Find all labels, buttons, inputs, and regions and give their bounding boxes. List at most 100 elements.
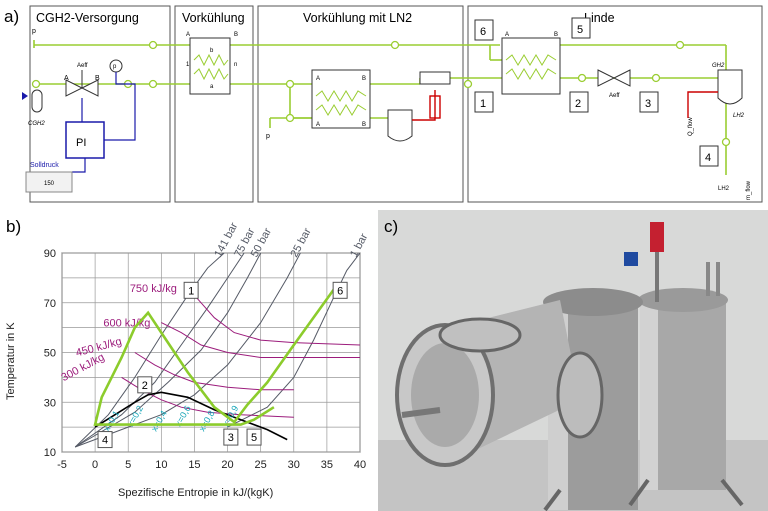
separator-gh2: GH2 (712, 63, 725, 69)
tank-label: CGH2 (28, 121, 45, 127)
cycle-line (93, 284, 338, 426)
x-tick-label: -5 (57, 459, 67, 471)
pressure-label-top: p (32, 28, 36, 35)
vessel-horizontal-handle (401, 407, 441, 418)
lh2-outlet-label: LH2 (718, 186, 730, 192)
heat-exchanger-vorkuehlung (189, 37, 231, 95)
vessel-horizontal-side-port (556, 351, 604, 439)
section-ln2-frame (257, 5, 464, 203)
pipe-network (33, 40, 727, 175)
valve-label: Aeff (77, 63, 88, 69)
support-legs (543, 478, 744, 511)
cgh2-tank-icon (22, 89, 43, 113)
state-point-box (332, 281, 348, 299)
y-axis-label: Temperatur in K (5, 322, 17, 400)
hx3-port-a: A (505, 32, 509, 38)
m-flow-label: m_flow (746, 180, 752, 200)
chart-state-points: 1 2 3 4 5 6 (97, 281, 348, 449)
signal-lines (72, 72, 136, 173)
heat-flow-lines-ln2 (412, 90, 441, 121)
state-point-box (97, 431, 113, 449)
section-linde-frame (467, 5, 763, 203)
x-tick-label: 40 (354, 459, 366, 471)
state-point-box (137, 376, 153, 394)
vessel-horizontal-lid-inner (411, 343, 479, 447)
chart-cycle (93, 284, 338, 426)
y-tick-label: 50 (44, 348, 56, 360)
flow-ports (31, 40, 731, 147)
state-box-4: 4 (705, 152, 711, 164)
chart-grid (61, 252, 361, 453)
linde-valve-icon (597, 69, 631, 87)
hx2-port-a2: A (316, 122, 320, 128)
state-point-box (183, 281, 199, 299)
hx1-label-b: b (210, 48, 214, 54)
pressure-regulator (650, 222, 664, 252)
panel-label-c: c) (384, 217, 398, 236)
setpoint-input (25, 171, 73, 193)
state-box-3: 3 (645, 98, 651, 110)
schematic-panel: a) CGH2-Versorgung Vorkühlung Vorkühlung… (4, 5, 763, 203)
section-title-ln2: Vorkühlung mit LN2 (303, 11, 412, 25)
isobar-line (75, 252, 301, 448)
x-tick-label: 15 (188, 459, 200, 471)
state-point-box (246, 428, 262, 446)
hx3-port-b: B (554, 32, 558, 38)
section-title-vorkuehlung: Vorkühlung (182, 11, 245, 25)
q-flow-label: Q_flow (688, 117, 694, 136)
vessel-middle-flange (543, 288, 643, 316)
state-box-6: 6 (480, 26, 486, 38)
state-point-label: 2 (142, 380, 148, 392)
linde-separator (717, 69, 743, 105)
hx1-port-a: A (186, 32, 190, 38)
valve-port-b: B (95, 75, 100, 82)
isenthalp-line (187, 287, 361, 346)
x-tick-label: 10 (155, 459, 167, 471)
x-tick-label: 20 (221, 459, 233, 471)
hx2-port-b: B (362, 76, 366, 82)
state-box-2: 2 (575, 98, 581, 110)
y-tick-label: 90 (44, 248, 56, 260)
isenthalp-label: 600 kJ/kg (103, 318, 150, 330)
isenthalp-label: 750 kJ/kg (130, 283, 177, 295)
pressure-label-mid: p (266, 133, 270, 140)
pressure-sensor-glyph: p (113, 64, 117, 70)
hx2-port-a: A (316, 76, 320, 82)
y-tick-label: 70 (44, 298, 56, 310)
state-point-label: 5 (251, 432, 257, 444)
pi-controller-label: PI (76, 137, 86, 149)
section-title-linde: Linde (584, 11, 615, 25)
state-point-label: 6 (337, 285, 343, 297)
setpoint-label: Solldruck (30, 162, 59, 169)
hx1-port-b: B (234, 32, 238, 38)
isobar-label: 1 bar (348, 231, 371, 259)
vessel-horizontal-top-port (438, 317, 522, 353)
regulator-actuator (624, 252, 638, 266)
heat-flow-lines-linde (687, 91, 718, 118)
panel-label-b: b) (6, 217, 21, 236)
x-tick-label: 25 (255, 459, 267, 471)
state-point-label: 3 (228, 432, 234, 444)
hx1-port-1: 1 (186, 62, 190, 68)
state-point-label: 4 (102, 435, 108, 447)
heat-exchanger-linde (501, 37, 561, 95)
y-tick-label: 10 (44, 447, 56, 459)
section-vorkuehlung-frame (174, 5, 254, 203)
linde-valve-label: Aeff (609, 93, 620, 99)
vessel-right-flange (638, 288, 728, 312)
state-box-5: 5 (577, 24, 583, 36)
saturation-curve (94, 391, 288, 441)
ln2-separator (387, 71, 451, 142)
x-tick-label: 0 (92, 459, 98, 471)
isobar-line (74, 252, 262, 448)
valve-port-a: A (64, 75, 69, 82)
heat-exchanger-ln2 (311, 69, 371, 129)
setpoint-value: 150 (44, 181, 55, 187)
isobar-line (227, 252, 361, 428)
state-box-1: 1 (480, 98, 486, 110)
state-point-label: 1 (188, 285, 194, 297)
isobar-line (74, 252, 245, 448)
isobar-line (74, 252, 225, 448)
